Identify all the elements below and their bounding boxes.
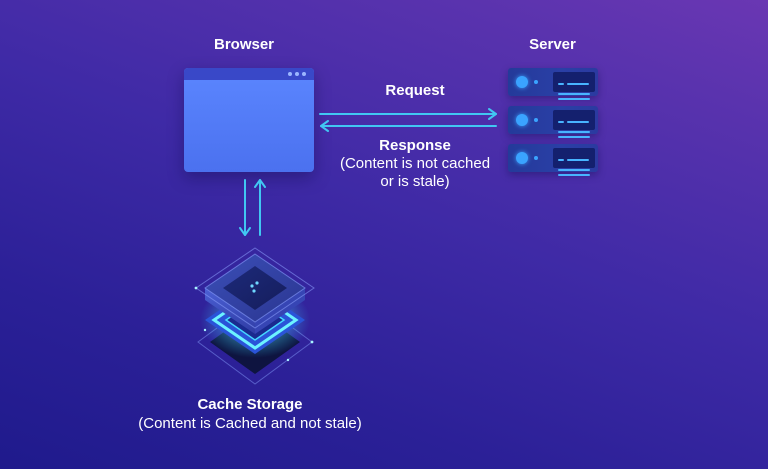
server-panel bbox=[553, 110, 595, 130]
server-bars-icon bbox=[558, 151, 590, 179]
sparkle-icon bbox=[203, 328, 207, 332]
server-panel bbox=[553, 148, 595, 168]
sparkle-icon bbox=[194, 286, 198, 290]
request-label: Request bbox=[385, 82, 445, 99]
server-title: Server bbox=[529, 36, 576, 53]
server-led-icon bbox=[534, 156, 538, 160]
server-led-icon bbox=[516, 152, 528, 164]
request-arrow bbox=[319, 108, 497, 120]
cache-return-arrow bbox=[254, 179, 266, 236]
sparkle-icon bbox=[286, 358, 290, 362]
server-bars-icon bbox=[558, 75, 590, 103]
response-title: Response bbox=[379, 137, 451, 154]
response-note-line: (Content is not cached bbox=[339, 155, 491, 172]
server-unit bbox=[508, 106, 598, 138]
server-bars-icon bbox=[558, 113, 590, 141]
server-led-icon bbox=[534, 118, 538, 122]
server-led-icon bbox=[516, 76, 528, 88]
server-panel bbox=[553, 72, 595, 92]
cache-lookup-arrow bbox=[239, 179, 251, 236]
cache-block-inner bbox=[223, 266, 287, 310]
cache-dot-icon bbox=[252, 289, 256, 293]
server-unit bbox=[508, 68, 598, 100]
cache-top-outline bbox=[195, 247, 315, 329]
sparkle-icon bbox=[310, 340, 314, 344]
server-led-icon bbox=[534, 80, 538, 84]
server-unit bbox=[508, 144, 598, 176]
cache-subtitle: (Content is Cached and not stale) bbox=[138, 415, 362, 432]
browser-title: Browser bbox=[213, 36, 275, 53]
browser-window-dots bbox=[288, 72, 306, 76]
cache-title: Cache Storage bbox=[197, 396, 303, 413]
browser-title-bar bbox=[184, 68, 314, 80]
window-dot bbox=[302, 72, 306, 76]
response-note-line: or is stale) bbox=[380, 173, 450, 190]
cache-storage-label: Cache Storage (Content is Cached and not… bbox=[120, 395, 380, 433]
cache-dot-icon bbox=[255, 281, 259, 285]
browser-window-icon bbox=[184, 68, 314, 172]
server-led-icon bbox=[516, 114, 528, 126]
window-dot bbox=[288, 72, 292, 76]
response-arrow bbox=[320, 120, 497, 132]
cache-dot-icon bbox=[250, 284, 254, 288]
window-dot bbox=[295, 72, 299, 76]
response-label: Response (Content is not cached or is st… bbox=[320, 137, 510, 191]
